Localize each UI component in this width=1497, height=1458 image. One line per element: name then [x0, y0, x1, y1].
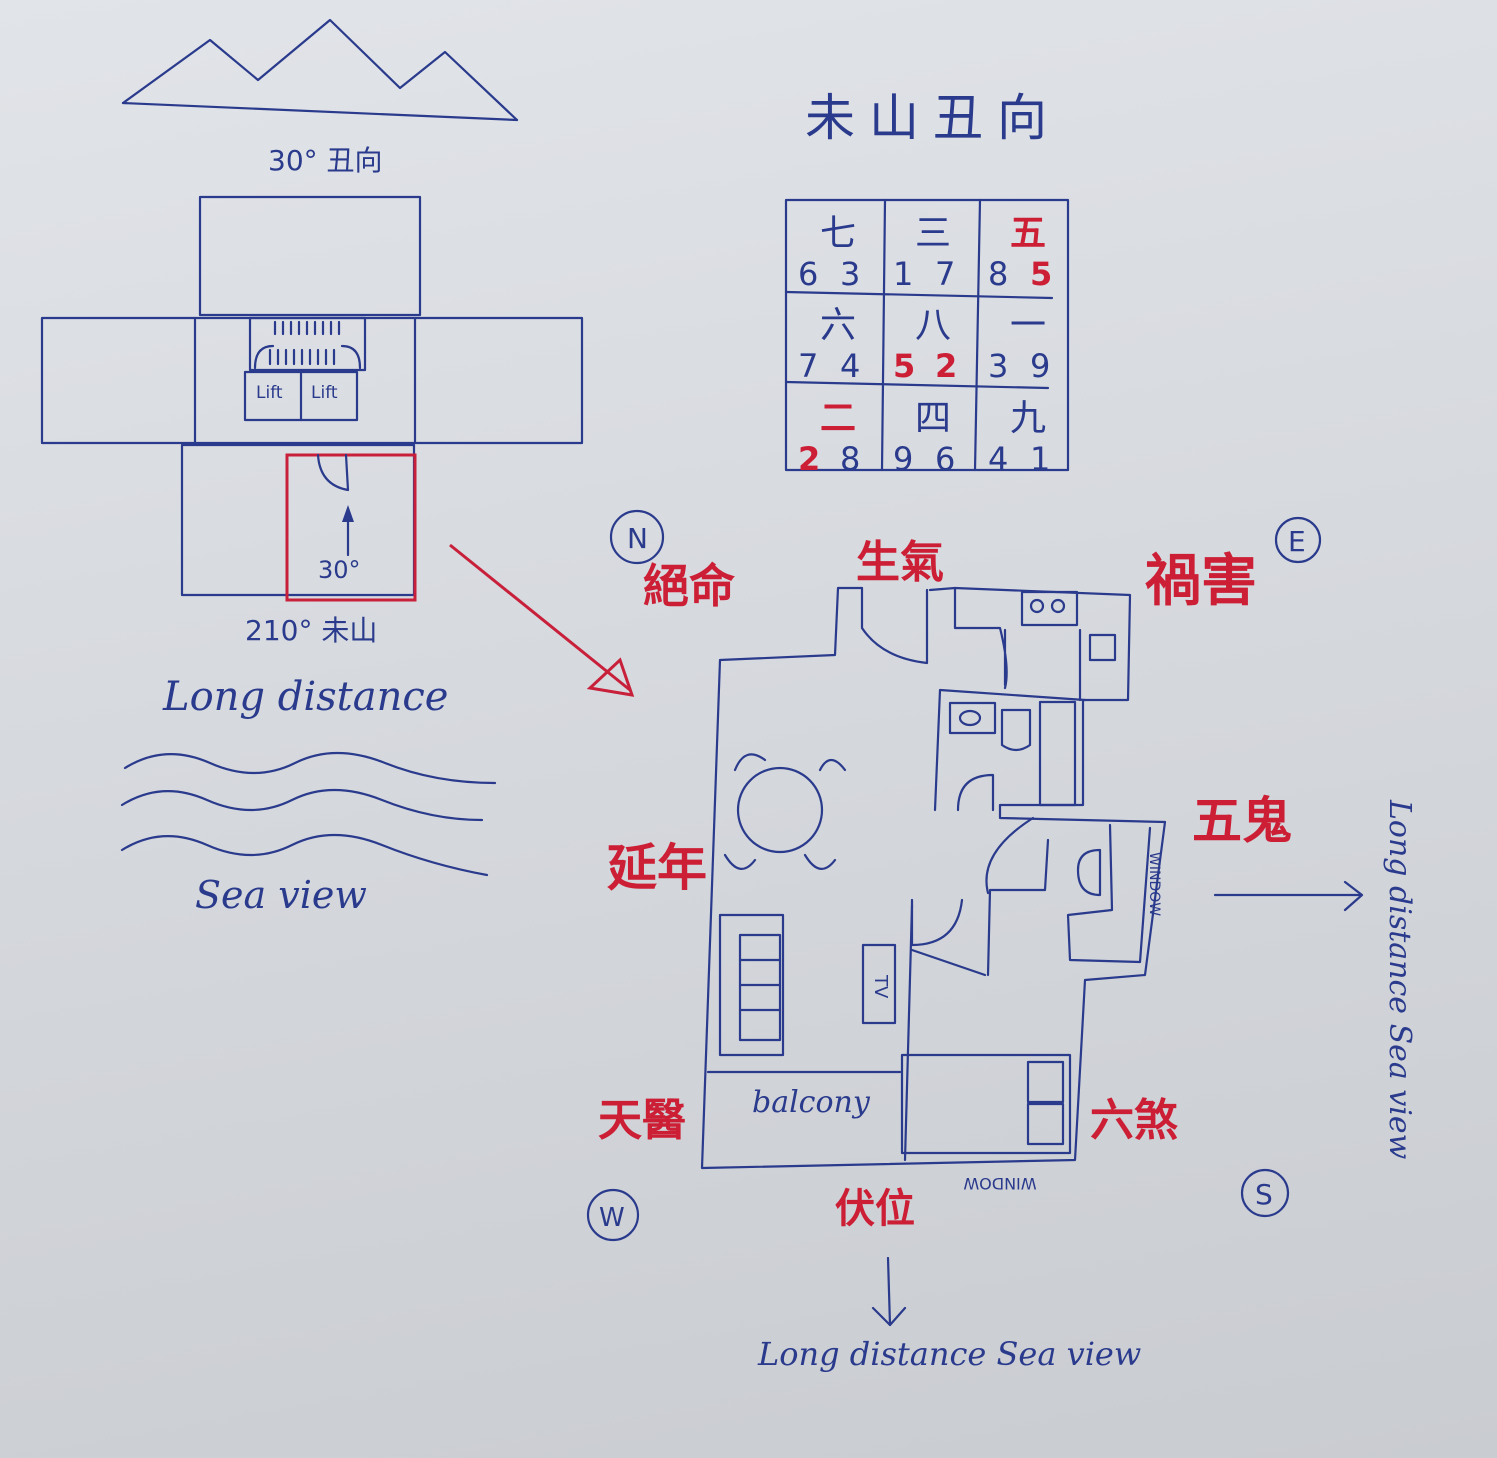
sea-waves-drawing	[120, 751, 497, 877]
grid-cell-base: 四	[915, 398, 951, 439]
grid-cell-right: 3	[840, 255, 860, 293]
grid-cell-base: 三	[915, 213, 951, 254]
compass-south-circle	[1240, 1168, 1290, 1218]
long-distance-label: Long distance	[162, 674, 448, 720]
grid-cell-left: 4	[988, 440, 1008, 478]
sector-label-e: 五鬼	[1192, 792, 1292, 850]
building-sketch	[40, 195, 635, 697]
tv-label: TV	[870, 974, 891, 999]
grid-cell-right: 1	[1030, 440, 1050, 478]
grid-cell-left: 8	[988, 255, 1008, 293]
compass-north: N	[627, 522, 648, 555]
grid-cell-base: 六	[820, 305, 856, 346]
sector-label-sw: 天醫	[598, 1095, 686, 1146]
grid-cell-base: 一	[1010, 305, 1046, 346]
grid-cell-base: 二	[820, 398, 856, 439]
sector-label-se: 六煞	[1090, 1095, 1178, 1146]
sector-label-n: 生氣	[856, 537, 944, 588]
compass-east-circle	[1274, 516, 1322, 564]
south-window-label: WINDOW	[963, 1174, 1036, 1193]
grid-cell-base: 八	[915, 305, 951, 346]
grid-cell-left: 5	[893, 347, 915, 385]
sector-label-w: 延年	[607, 839, 707, 897]
grid-cell-left: 3	[988, 347, 1008, 385]
grid-cell-right: 2	[935, 347, 957, 385]
compass-east: E	[1288, 525, 1306, 558]
compass-west-circle	[586, 1188, 640, 1242]
grid-cell-right: 8	[840, 440, 860, 478]
grid-cell-right: 7	[935, 255, 955, 293]
east-window-label: WINDOW	[1146, 852, 1162, 916]
grid-cell-left: 6	[798, 255, 818, 293]
grid-cell-right: 5	[1030, 255, 1052, 293]
sector-label-s: 伏位	[835, 1186, 915, 1232]
floor-plan	[700, 586, 1364, 1327]
mountain-drawing	[121, 18, 519, 122]
grid-cell-base: 五	[1010, 213, 1046, 254]
sea-view-label: Sea view	[195, 873, 367, 917]
lift-label: Lift	[256, 383, 283, 403]
balcony-label: balcony	[752, 1085, 871, 1120]
grid-cell-left: 1	[893, 255, 913, 293]
arrow-angle-label: 30°	[318, 556, 361, 584]
compass-west: W	[599, 1203, 625, 1233]
grid-cell-right: 9	[1030, 347, 1050, 385]
grid-cell-base: 七	[820, 213, 856, 254]
page-title: 未山丑向	[805, 89, 1061, 147]
east-view-label: Long distance Sea view	[1382, 799, 1417, 1160]
compass-north-circle	[609, 509, 665, 565]
flying-star-grid	[784, 198, 1070, 472]
building-top-label: 30° 丑向	[268, 144, 383, 177]
grid-cell-right: 6	[935, 440, 955, 478]
grid-cell-right: 4	[840, 347, 860, 385]
grid-cell-left: 2	[798, 440, 820, 478]
grid-cell-base: 九	[1010, 398, 1046, 439]
south-view-label: Long distance Sea view	[757, 1335, 1141, 1373]
compass-south: S	[1255, 1178, 1273, 1211]
sector-label-nw: 絕命	[643, 559, 735, 613]
sector-label-ne: 禍害	[1145, 549, 1257, 614]
lift-label: Lift	[311, 383, 338, 403]
grid-cell-left: 7	[798, 347, 818, 385]
building-bottom-label: 210° 未山	[245, 614, 377, 647]
grid-cell-left: 9	[893, 440, 913, 478]
